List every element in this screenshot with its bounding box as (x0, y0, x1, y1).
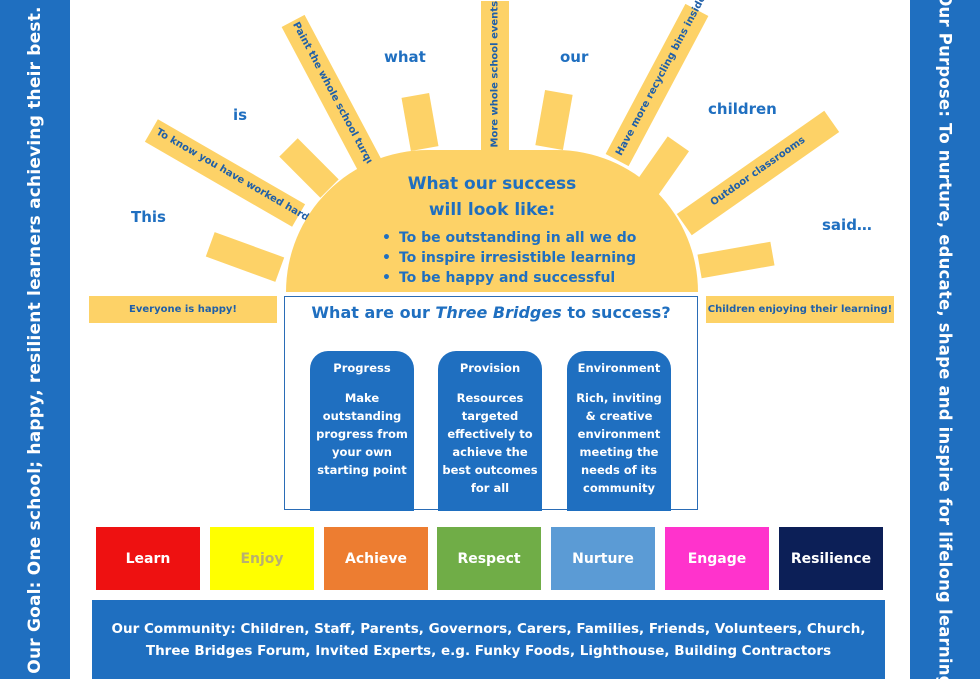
value-enjoy: Enjoy (210, 527, 314, 590)
value-nurture: Nurture (551, 527, 655, 590)
word-said: said… (822, 216, 872, 234)
word-our: our (560, 48, 589, 66)
ray-events-label: More whole school events (489, 0, 501, 148)
bridges-title: What are our Three Bridges to success? (311, 303, 671, 322)
ray-children-enjoying: Children enjoying their learning! (706, 296, 894, 323)
pillar-title: Environment (577, 361, 661, 375)
community-banner: Our Community: Children, Staff, Parents,… (92, 600, 885, 679)
goal-banner: Our Goal: One school; happy, resilient l… (0, 0, 70, 679)
pillar-progress: Progress Make outstanding progress from … (310, 351, 414, 511)
sun-title-line2: will look like: (428, 200, 556, 220)
sun-title-line1: What our success (407, 174, 577, 194)
bridges-title-emphasis: Three Bridges (435, 303, 562, 322)
value-learn: Learn (96, 527, 200, 590)
word-what: what (384, 48, 426, 66)
ray-outdoor-label: Outdoor classrooms (708, 134, 808, 209)
value-achieve: Achieve (324, 527, 428, 590)
success-item: To be happy and successful (382, 268, 636, 288)
value-resilience: Resilience (779, 527, 883, 590)
success-item: To be outstanding in all we do (382, 228, 636, 248)
word-this: This (131, 208, 166, 226)
word-children: children (708, 100, 777, 118)
pillar-environment: Environment Rich, inviting & creative en… (567, 351, 671, 511)
purpose-text: Our Purpose: To nurture, educate, shape … (935, 0, 955, 687)
ray-everyone-happy: Everyone is happy! (89, 296, 277, 323)
pillar-body: Resources targeted effectively to achiev… (442, 391, 538, 495)
sun-ray (697, 241, 775, 279)
sun-ray (535, 89, 573, 151)
value-respect: Respect (437, 527, 541, 590)
community-line: Our Community: Children, Staff, Parents,… (111, 621, 866, 637)
ray-worked-hard-label: To know you have worked hard (153, 126, 311, 224)
pillar-body: Rich, inviting & creative environment me… (576, 391, 662, 495)
purpose-banner: Our Purpose: To nurture, educate, shape … (910, 0, 980, 687)
word-is: is (233, 106, 248, 124)
pillar-provision: Provision Resources targeted effectively… (438, 351, 542, 511)
value-engage: Engage (665, 527, 769, 590)
success-sun: What our success will look like: To be o… (286, 150, 698, 292)
pillar-body: Make outstanding progress from your own … (316, 391, 408, 477)
community-line: Three Bridges Forum, Invited Experts, e.… (145, 643, 832, 659)
three-bridges-panel: What are our Three Bridges to success? P… (284, 296, 698, 511)
pillar-title: Progress (333, 361, 391, 375)
goal-text: Our Goal: One school; happy, resilient l… (25, 5, 45, 674)
success-item: To inspire irresistible learning (382, 248, 636, 268)
sun-ray (205, 232, 285, 282)
pillar-title: Provision (459, 361, 521, 375)
sun-ray (401, 92, 439, 152)
ray-recycling-label: Have more recycling bins inside (614, 0, 709, 158)
success-list: To be outstanding in all we do To inspir… (382, 228, 636, 288)
